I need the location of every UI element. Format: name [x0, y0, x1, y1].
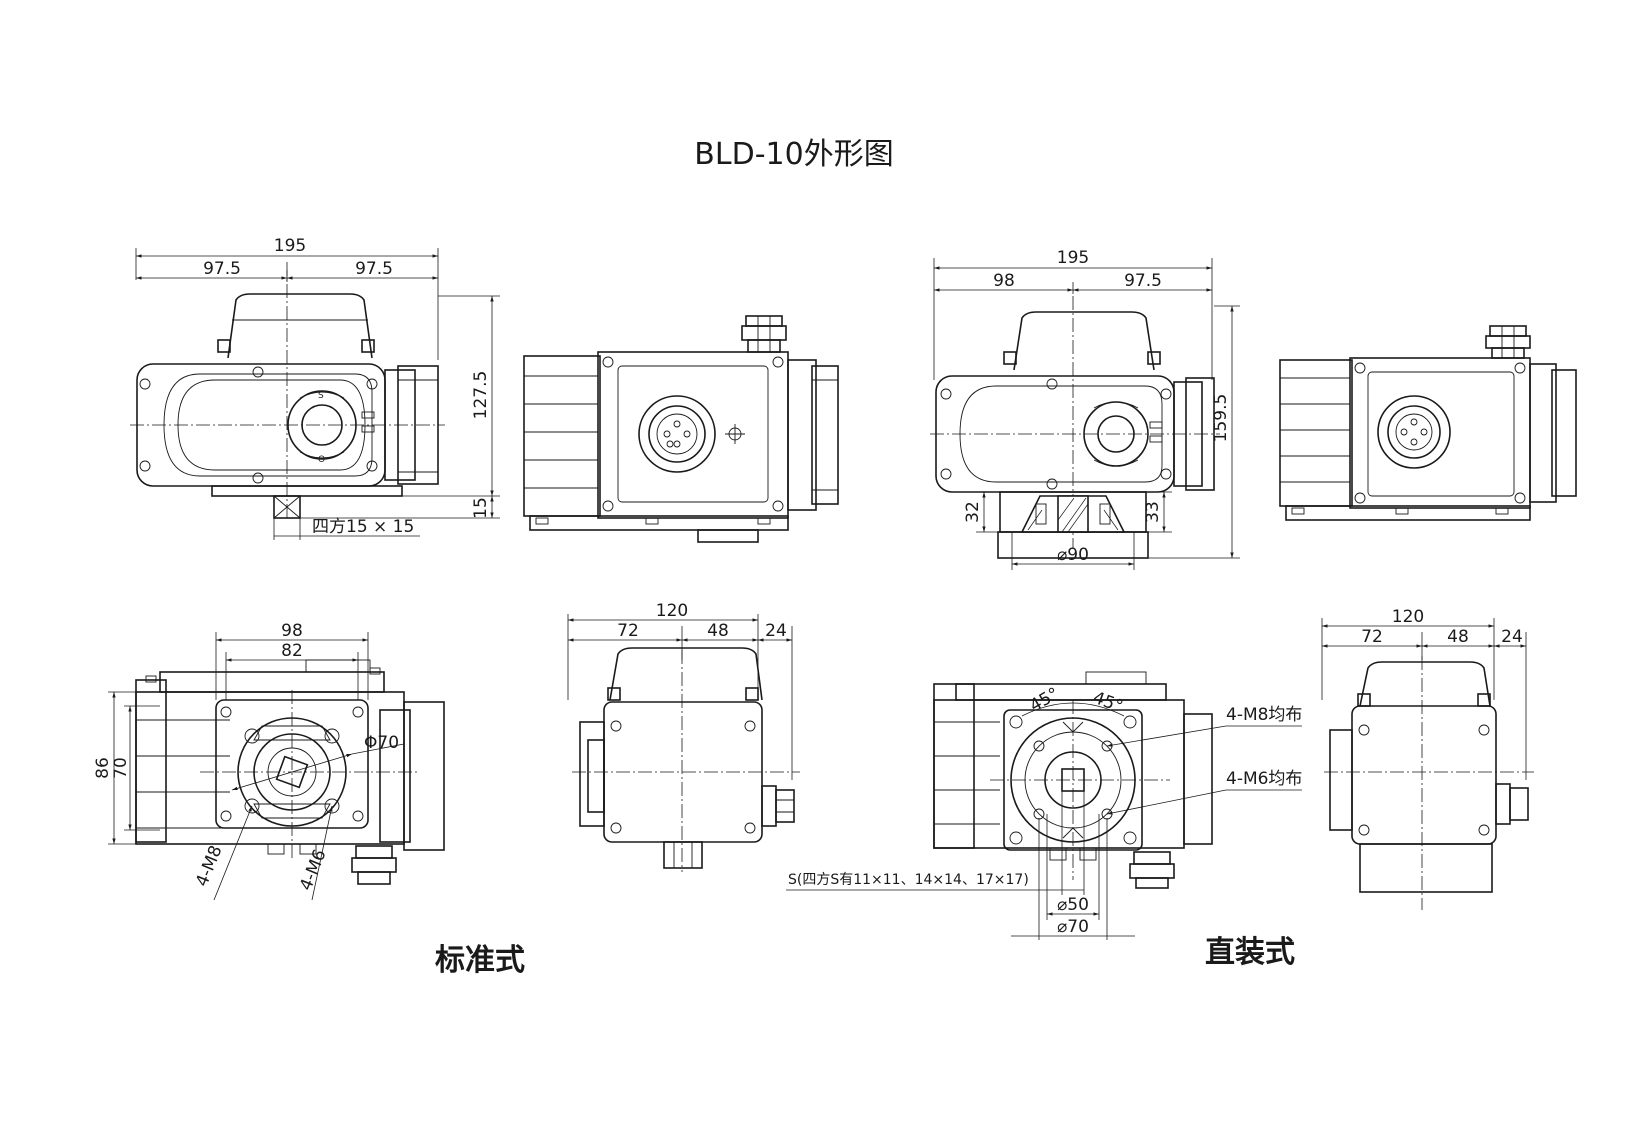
- std-side-total-dim: 120: [656, 601, 688, 621]
- dir-side-72-dim: 72: [1361, 627, 1383, 647]
- std-top-view: [523, 315, 839, 543]
- dir-front-dia90-dim: ⌀90: [1057, 545, 1089, 565]
- dir-front-view: 195 98 97.5: [930, 248, 1240, 570]
- std-front-right-dim: 97.5: [355, 259, 393, 279]
- svg-text:S: S: [318, 391, 324, 401]
- std-bottom-70-dim: 70: [111, 757, 131, 779]
- std-bottom-98-dim: 98: [281, 621, 303, 641]
- std-bottom-86-dim: 86: [93, 757, 113, 779]
- standard-type-label: 标准式: [435, 943, 525, 978]
- svg-text:O: O: [318, 455, 325, 465]
- std-front-square-dim: 四方15 × 15: [312, 517, 414, 537]
- dir-side-view: 120 72 48 24: [1321, 607, 1534, 910]
- direct-mount-type-label: 直装式: [1205, 935, 1295, 970]
- dir-front-33-dim: 33: [1143, 501, 1163, 523]
- std-front-left-dim: 97.5: [203, 259, 241, 279]
- dir-bottom-dia70-dim: ⌀70: [1057, 917, 1089, 937]
- dir-front-left-dim: 98: [993, 271, 1015, 291]
- dir-front-right-dim: 97.5: [1124, 271, 1162, 291]
- std-side-24-dim: 24: [765, 621, 787, 641]
- std-bottom-82-dim: 82: [281, 641, 303, 661]
- drawing-title: BLD-10外形图: [694, 137, 893, 172]
- dir-side-48-dim: 48: [1447, 627, 1469, 647]
- dir-top-view: [1279, 325, 1577, 521]
- dir-side-24-dim: 24: [1501, 627, 1523, 647]
- std-side-72-dim: 72: [617, 621, 639, 641]
- std-side-view: 120 72 48 24: [567, 601, 800, 872]
- std-front-view: 195 97.5 97.5 S O: [130, 236, 500, 540]
- dir-side-total-dim: 120: [1392, 607, 1424, 627]
- std-side-48-dim: 48: [707, 621, 729, 641]
- std-bottom-dia-dim: Φ70: [364, 733, 399, 753]
- dir-front-height-dim: 159.5: [1211, 394, 1231, 443]
- std-bottom-view: 98 82: [93, 621, 445, 901]
- std-front-height-dim: 127.5: [471, 371, 491, 420]
- std-front-base-dim: 15: [471, 497, 491, 519]
- std-front-total-dim: 195: [274, 236, 306, 256]
- dir-bottom-m8-label: 4-M8均布: [1226, 705, 1302, 725]
- dir-bottom-dia50-dim: ⌀50: [1057, 895, 1089, 915]
- dir-front-32-dim: 32: [963, 501, 983, 523]
- dir-bottom-view: 45° 45° 4-M8均布 4-M6均布 S(四方S有11×11、14×14、…: [786, 671, 1302, 940]
- dir-bottom-m6-label: 4-M6均布: [1226, 769, 1302, 789]
- dir-front-total-dim: 195: [1057, 248, 1089, 268]
- dir-bottom-square-note: S(四方S有11×11、14×14、17×17): [788, 872, 1029, 888]
- dir-bottom-angle2: 45°: [1090, 688, 1125, 717]
